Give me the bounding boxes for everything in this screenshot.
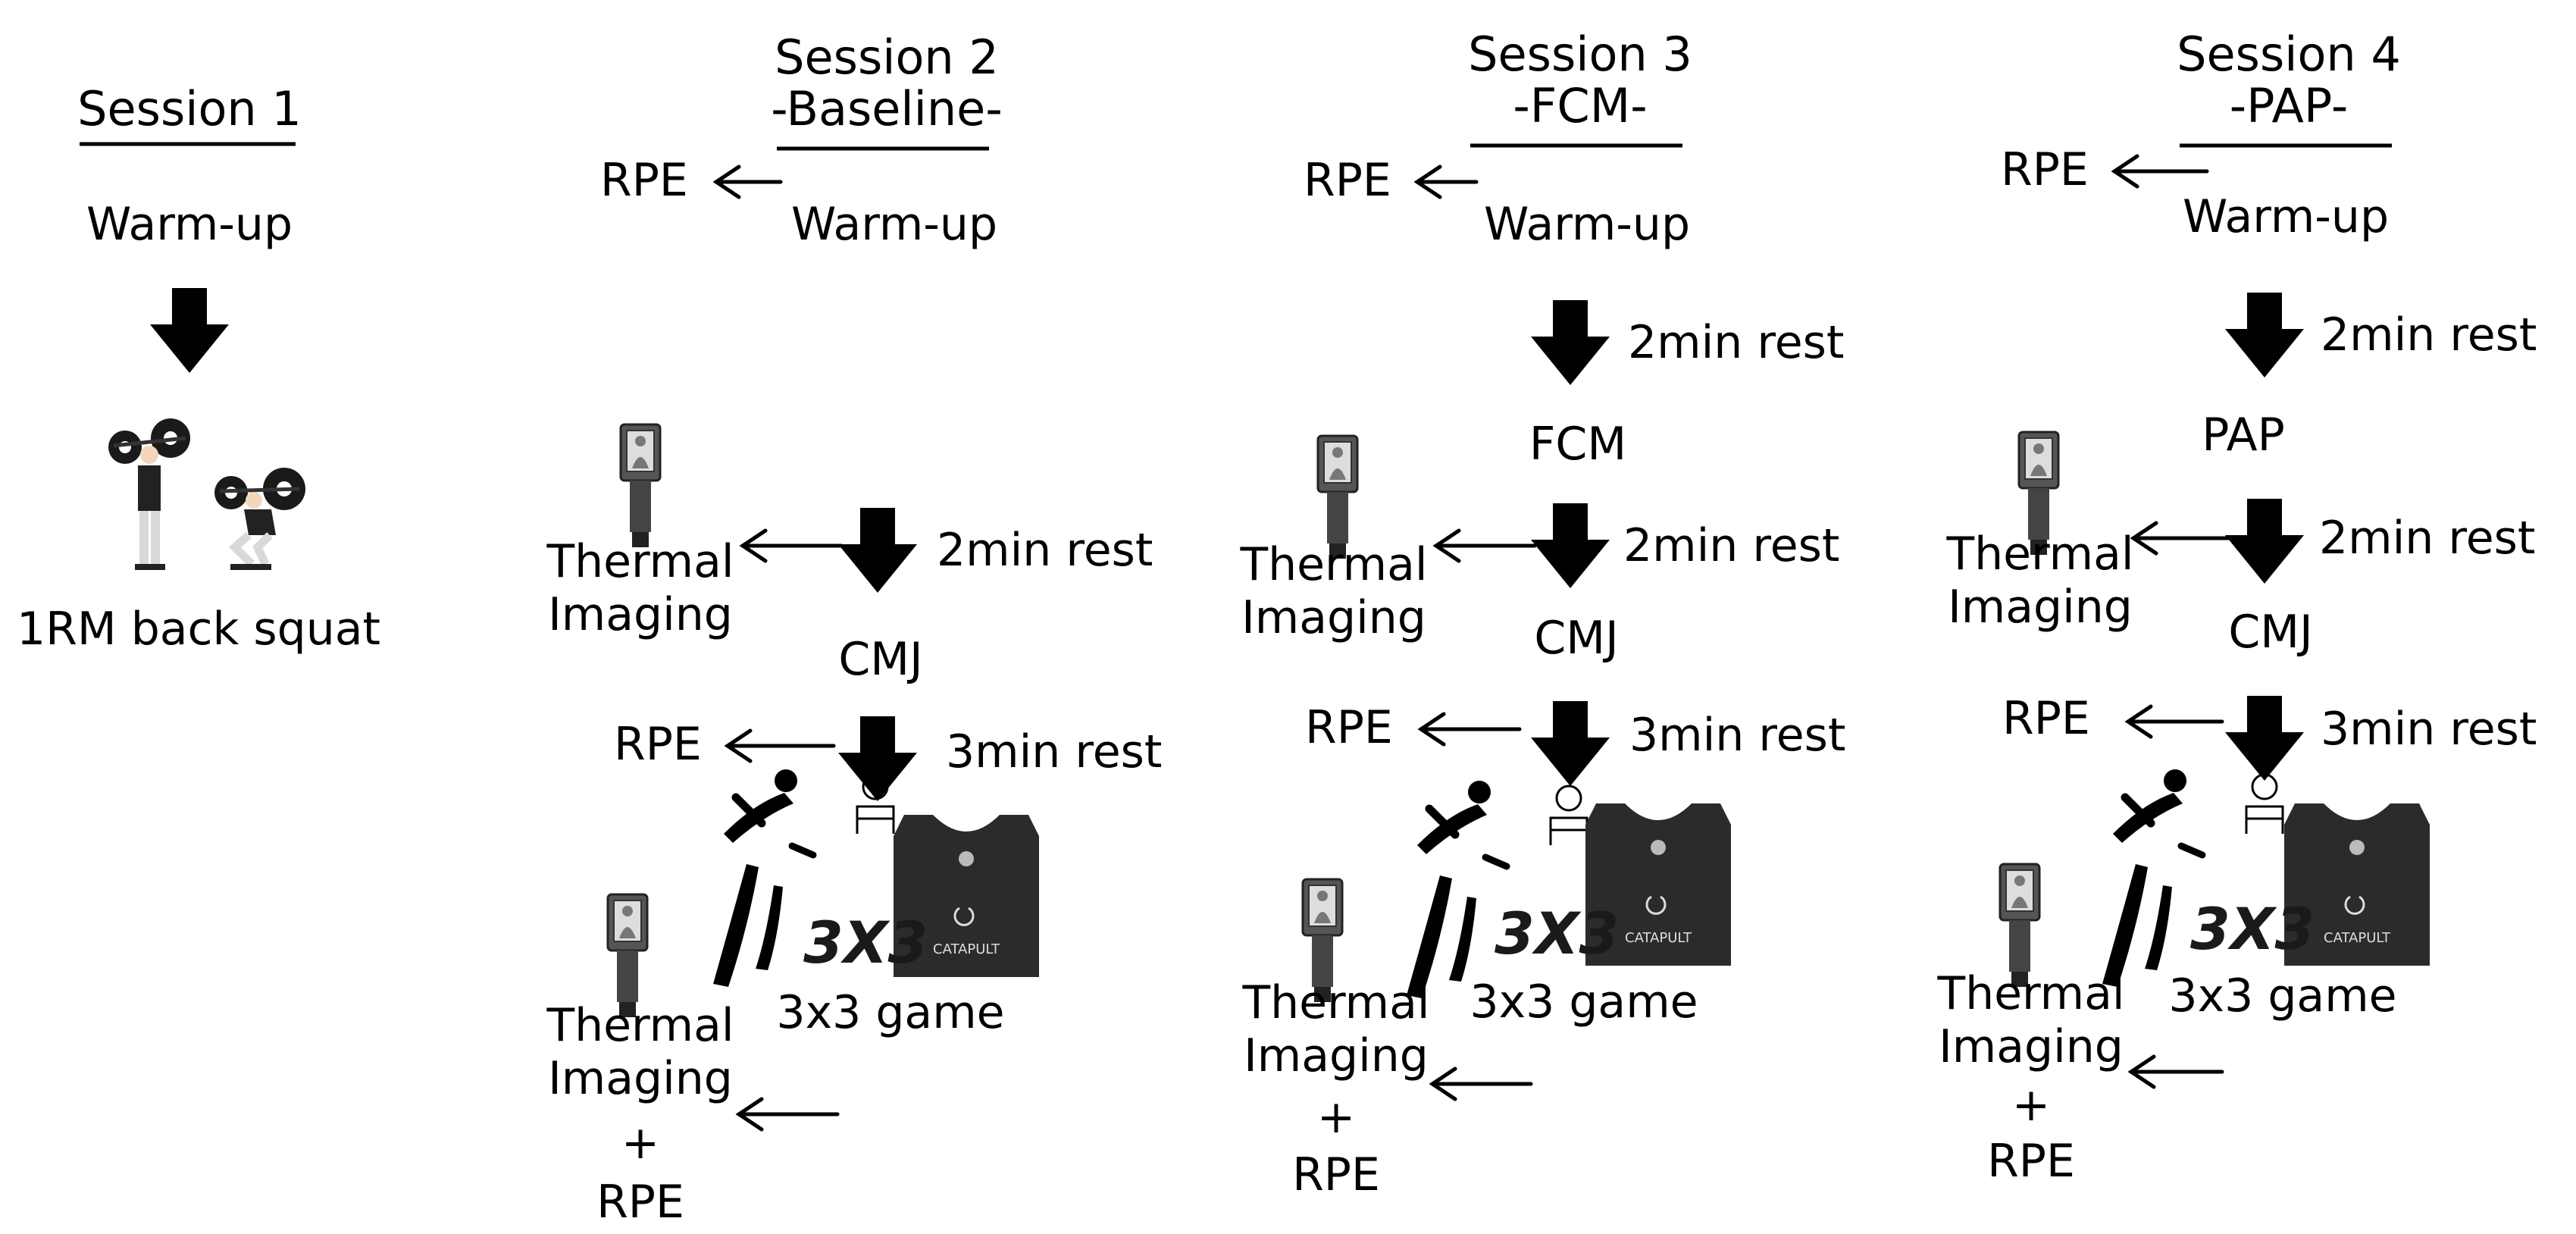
session-4-title: Session 4: [2177, 27, 2401, 82]
session-4-rest-1: 2min rest: [2319, 512, 2536, 565]
session-3-cmj: CMJ: [1534, 612, 1619, 665]
session-2-title: Session 2: [775, 30, 999, 85]
session-3-down-arrow-icon-0: [1531, 300, 1610, 385]
session-2-cmj: CMJ: [838, 633, 923, 686]
session-2-rest-2: 3min rest: [946, 725, 1163, 778]
session-3-rest-1: 2min rest: [1623, 519, 1840, 572]
session-4-game-logo: 3X3: [2190, 895, 2315, 963]
session-4-warmup: Warm-up: [2182, 190, 2390, 243]
session-2-plus: +: [621, 1117, 660, 1170]
session-4-vest-brand: CATAPULT: [2324, 930, 2391, 946]
session-2-warmup: Warm-up: [790, 198, 998, 251]
session-3-warmup: Warm-up: [1483, 198, 1691, 251]
session-3-down-arrow-icon-2: [1531, 701, 1610, 786]
session-4-rpe-pre: RPE: [2001, 143, 2089, 196]
session-3-down-arrow-icon-1: [1531, 503, 1610, 588]
session-3-plus: +: [1316, 1091, 1356, 1144]
session-4-thermal-left-arrow-icon: [2130, 521, 2234, 556]
session-4-down-arrow-icon-2: [2225, 696, 2304, 781]
session-3-intervention: FCM: [1529, 418, 1627, 471]
session-2-rest-1: 2min rest: [937, 524, 1153, 577]
session-1-title: Session 1: [77, 81, 302, 136]
session-2-down-arrow-icon-1: [838, 508, 917, 593]
session-2-rpe-mid-left-arrow-icon: [724, 728, 836, 763]
session-2-post-left-arrow-icon: [735, 1097, 840, 1132]
session-2-subtitle: -Baseline-: [771, 81, 1003, 136]
session-3-rest-0: 2min rest: [1628, 316, 1845, 369]
session-3-vest-brand: CATAPULT: [1625, 930, 1692, 946]
session-4-down-arrow-icon-0: [2225, 293, 2304, 377]
session-4-plus: +: [2011, 1079, 2051, 1132]
session-3-game-logo: 3X3: [1495, 900, 1619, 967]
session-2-game: 3x3 game: [776, 986, 1005, 1039]
session-3-rpe-pre-left-arrow-icon: [1413, 164, 1479, 199]
session-4-rpe-post: RPE: [1987, 1135, 2075, 1188]
session-1-exercise: 1RM back squat: [16, 603, 381, 656]
session-2-thermal-camera-icon-1: [619, 423, 662, 549]
session-2-rpe-mid: RPE: [614, 718, 702, 771]
session-2-rpe-post: RPE: [596, 1176, 684, 1229]
session-3-post-left-arrow-icon: [1429, 1066, 1533, 1101]
session-3-thermal-left-arrow-icon: [1432, 528, 1537, 563]
session-2-thermal-left-arrow-icon: [739, 528, 844, 563]
session-4-game: 3x3 game: [2168, 969, 2397, 1023]
session-3-title: Session 3: [1468, 27, 1692, 82]
back-squat-icon: [108, 418, 305, 570]
session-3-subtitle: -FCM-: [1513, 78, 1648, 133]
session-3-rpe-post: RPE: [1292, 1148, 1380, 1201]
session-4-down-arrow-icon-1: [2225, 499, 2304, 584]
session-4-cmj: CMJ: [2228, 606, 2313, 659]
session-4-rpe-pre-left-arrow-icon: [2111, 154, 2209, 189]
session-4-rest-2: 3min rest: [2321, 703, 2537, 756]
session-2-game-logo: 3X3: [803, 909, 928, 976]
session-3-rest-2: 3min rest: [1629, 709, 1846, 762]
session-4-rpe-mid: RPE: [2002, 692, 2090, 745]
session-1-down-arrow-icon: [150, 288, 229, 373]
session-3-rpe-mid-left-arrow-icon: [1417, 712, 1522, 747]
session-4-intervention: PAP: [2202, 409, 2285, 462]
session-2-vest-brand: CATAPULT: [933, 941, 1000, 957]
session-3-rpe-mid: RPE: [1305, 701, 1393, 754]
session-2-rpe-pre: RPE: [600, 154, 688, 207]
session-2-down-arrow-icon-2: [838, 716, 917, 801]
session-4-rpe-mid-left-arrow-icon: [2124, 704, 2224, 739]
session-4-rest-0: 2min rest: [2321, 308, 2537, 362]
session-3-rpe-pre: RPE: [1304, 154, 1391, 207]
session-2-rpe-pre-left-arrow-icon: [712, 164, 783, 199]
session-4-post-left-arrow-icon: [2127, 1054, 2224, 1089]
session-3-game: 3x3 game: [1470, 976, 1698, 1029]
session-4-subtitle: -PAP-: [2229, 78, 2349, 133]
session-1-warmup: Warm-up: [86, 198, 293, 251]
